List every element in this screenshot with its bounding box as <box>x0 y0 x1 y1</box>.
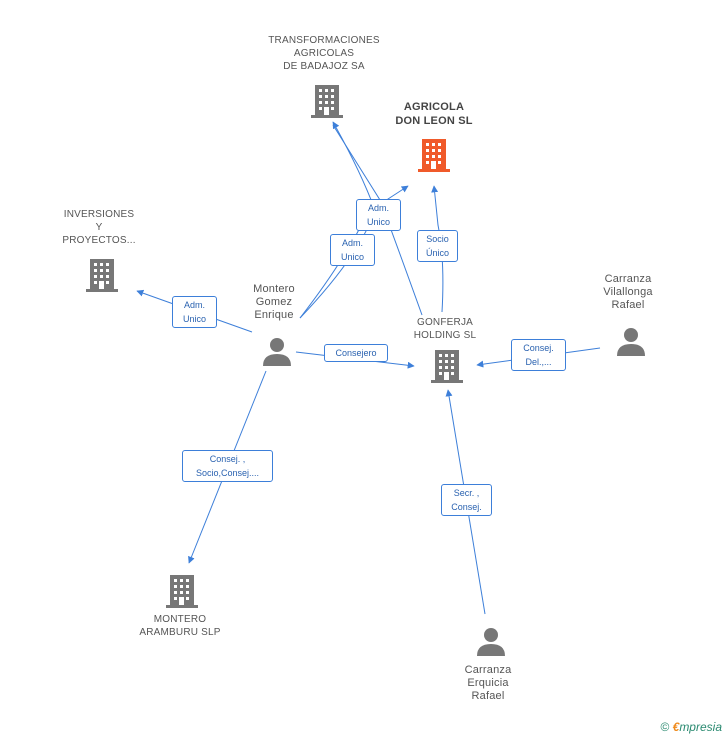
building-icon[interactable] <box>311 83 343 119</box>
brand-text: mpresia <box>679 720 722 734</box>
copyright-symbol: © <box>660 720 670 734</box>
carranza-erquicia-label[interactable]: Carranza Erquicia Rafael <box>464 664 512 702</box>
empresia-logo[interactable]: © €mpresia <box>660 720 722 734</box>
person-icon[interactable] <box>476 627 506 657</box>
edge-label-consej-del[interactable]: Consej. Del.,... <box>511 339 566 371</box>
carranza-vilallonga-label[interactable]: Carranza Vilallonga Rafael <box>603 273 653 311</box>
building-icon[interactable] <box>431 348 463 384</box>
edge-label-adm-unico[interactable]: Adm. Unico <box>330 234 375 266</box>
inversiones-label[interactable]: INVERSIONES Y PROYECTOS... <box>62 209 136 246</box>
edge-label-consej-socio[interactable]: Consej. , Socio,Consej.... <box>182 450 273 482</box>
building-icon-focus[interactable] <box>418 137 450 173</box>
edge-label-consejero[interactable]: Consejero <box>324 344 388 362</box>
edge-label-adm-unico[interactable]: Adm. Unico <box>172 296 217 328</box>
building-icon[interactable] <box>86 257 118 293</box>
person-icon[interactable] <box>616 327 646 357</box>
gonferja-label[interactable]: GONFERJA HOLDING SL <box>413 317 477 341</box>
agricola-label[interactable]: AGRICOLA DON LEON SL <box>395 101 473 127</box>
edge-label-secr-consej[interactable]: Secr. , Consej. <box>441 484 492 516</box>
edge-label-adm-unico[interactable]: Adm. Unico <box>356 199 401 231</box>
montero-aramburu-label[interactable]: MONTERO ARAMBURU SLP <box>139 614 221 638</box>
building-icon[interactable] <box>166 573 198 609</box>
brand-e: € <box>672 720 680 734</box>
person-icon[interactable] <box>262 337 292 367</box>
edge-label-socio-unico[interactable]: Socio Único <box>417 230 458 262</box>
transformaciones-label[interactable]: TRANSFORMACIONES AGRICOLAS DE BADAJOZ SA <box>268 35 380 72</box>
montero-enrique-label[interactable]: Montero Gomez Enrique <box>253 283 295 321</box>
